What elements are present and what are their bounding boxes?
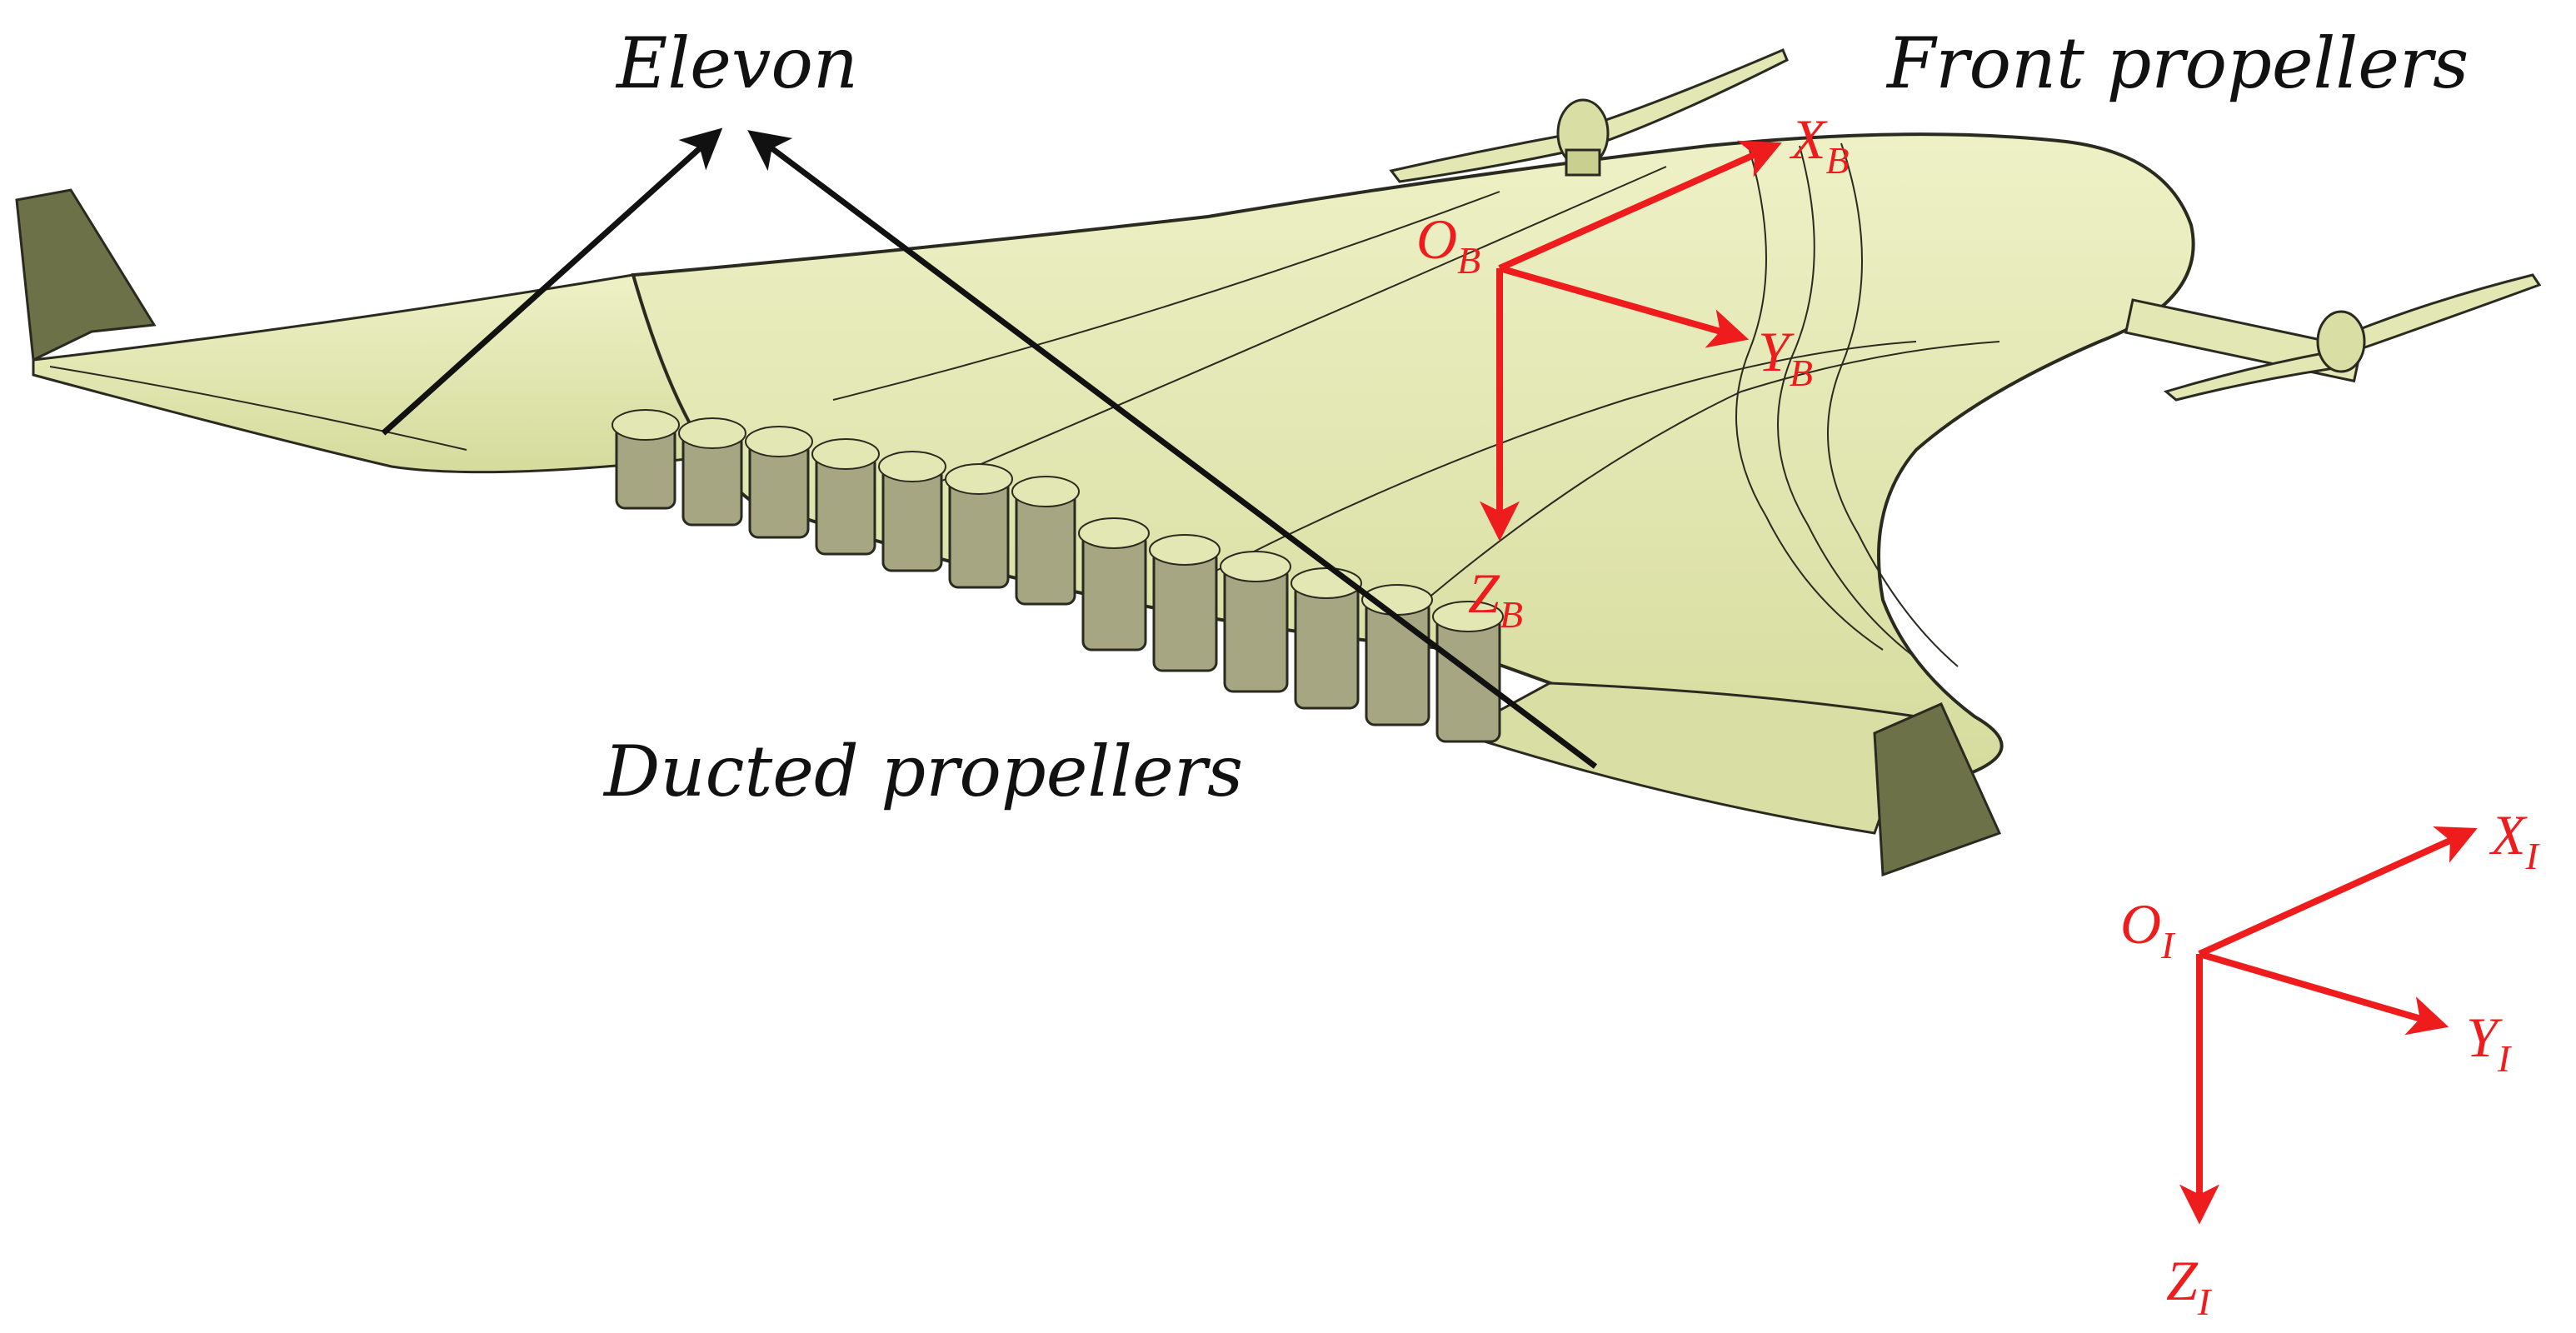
inertial-z-label: ZI — [2166, 1249, 2213, 1323]
inertial-y-label: YI — [2466, 1006, 2513, 1080]
pointer-arrows — [381, 127, 1598, 769]
front-propeller-right — [2124, 273, 2542, 402]
inertial-origin-label: OI — [2120, 892, 2176, 966]
front-propellers-label: Front propellers — [1885, 22, 2469, 104]
body-x-axis — [1498, 140, 1782, 272]
inertial-y-axis — [2198, 951, 2449, 1036]
inertial-x-axis — [2198, 826, 2478, 957]
elevon-pointer-left — [381, 127, 723, 436]
inertial-frame — [2179, 826, 2478, 1225]
front-propeller-top — [1389, 48, 1789, 183]
right-fin — [1873, 702, 2002, 877]
body-origin-label: OB — [1416, 207, 1480, 282]
ducted-propellers-label: Ducted propellers — [602, 731, 1243, 812]
left-fin — [15, 188, 157, 362]
body-x-label: XB — [1789, 107, 1850, 182]
ducted-propeller-row — [615, 423, 1501, 743]
body-z-label: ZB — [1468, 562, 1523, 636]
aircraft-illustration — [15, 48, 2542, 877]
elevon-pointer-right — [747, 130, 1598, 769]
body-frame — [1480, 140, 1782, 542]
inertial-x-label: XI — [2489, 803, 2541, 877]
body-y-label: YB — [1758, 320, 1813, 394]
body-y-axis — [1498, 265, 1750, 348]
elevon-label: Elevon — [615, 22, 858, 104]
